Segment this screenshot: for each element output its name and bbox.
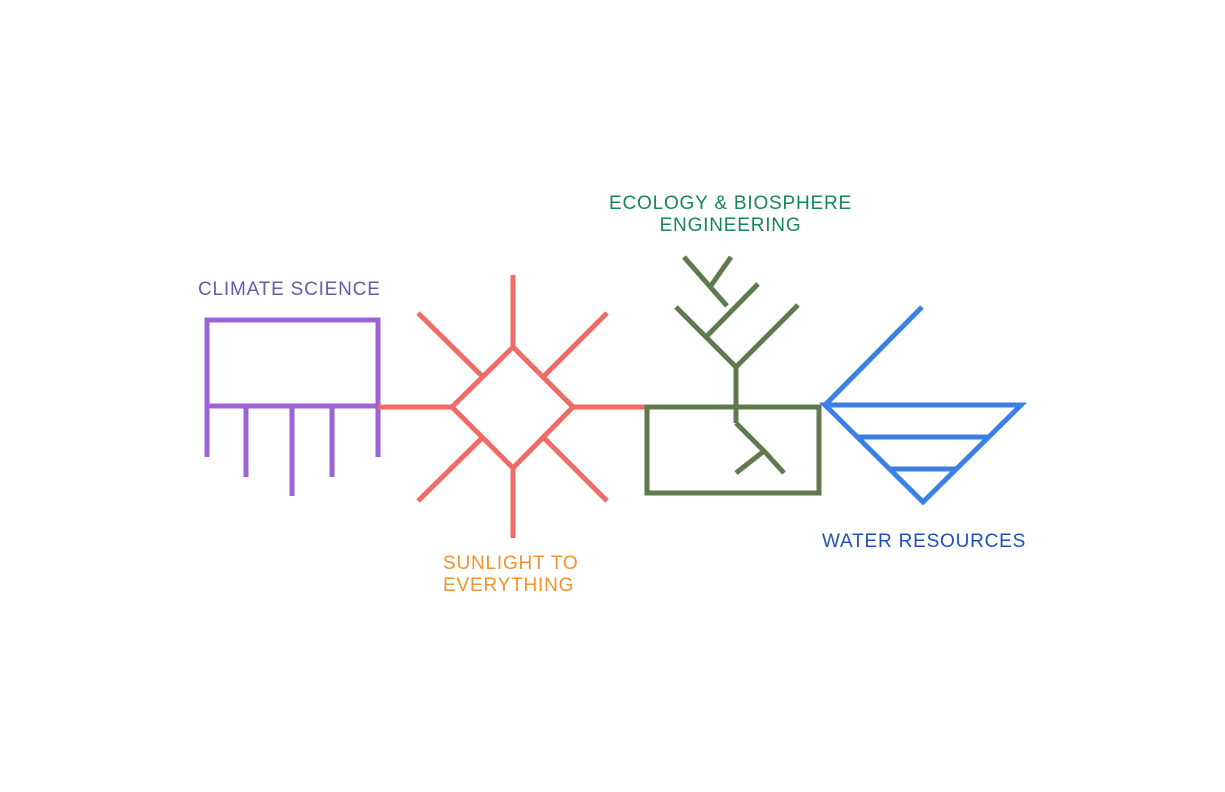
sun-ray-top-right: [541, 311, 609, 379]
climate-science-text: CLIMATE SCIENCE: [198, 279, 381, 300]
water-triangle: [818, 402, 1028, 506]
sun-ray-bottom-left: [416, 435, 485, 503]
ecology-icon: [644, 255, 822, 496]
water-resources-icon: [818, 305, 1028, 506]
ecology-text-line1: ECOLOGY & BIOSPHERE: [609, 193, 852, 214]
eco-branch-right: [734, 303, 800, 369]
climate-box: [204, 317, 381, 409]
eco-branch-upper: [682, 255, 729, 308]
climate-science-label: CLIMATE SCIENCE: [198, 279, 381, 301]
water-resources-label: WATER RESOURCES: [822, 531, 1026, 553]
climate-science-icon: [204, 317, 381, 496]
ecology-text-line2: ENGINEERING: [659, 215, 802, 236]
sunlight-label: SUNLIGHT TO EVERYTHING: [443, 553, 579, 597]
sunlight-icon: [378, 275, 647, 538]
sun-ray-bottom-right: [541, 435, 609, 503]
eco-box: [644, 404, 822, 496]
eco-branch-mid: [704, 282, 760, 339]
eco-root-twig: [734, 449, 766, 475]
sunlight-text-line1: SUNLIGHT TO: [443, 553, 579, 574]
sunlight-text-line2: EVERYTHING: [443, 575, 575, 596]
sun-ray-top-left: [416, 311, 485, 379]
eco-twig: [707, 255, 734, 289]
water-resources-text: WATER RESOURCES: [822, 531, 1027, 552]
water-line-diagonal: [823, 305, 924, 407]
ecology-label: ECOLOGY & BIOSPHERE ENGINEERING: [608, 193, 853, 237]
